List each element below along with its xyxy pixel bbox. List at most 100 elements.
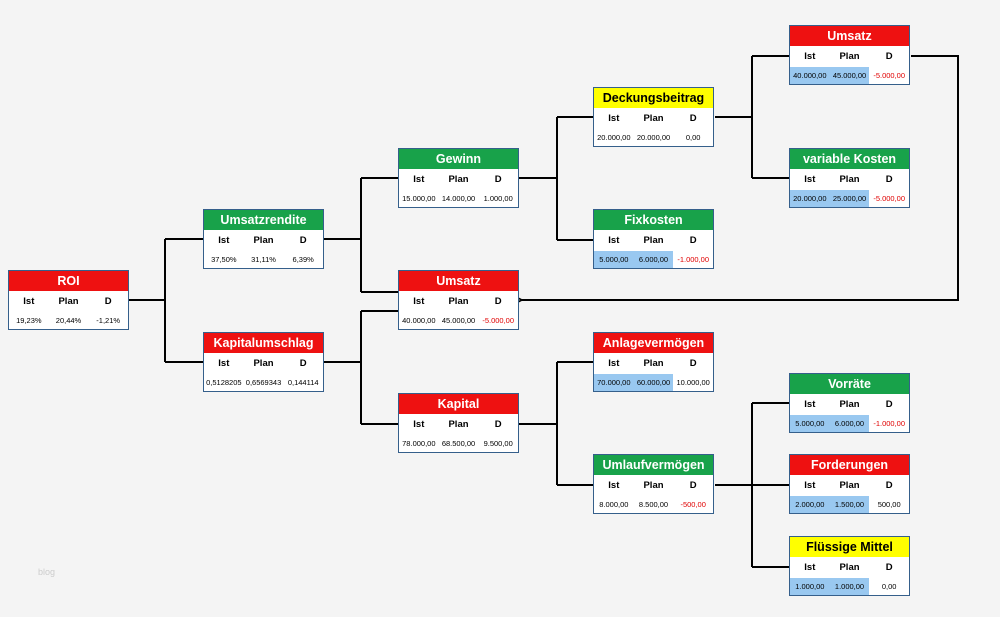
d-value: 6,39%: [292, 255, 314, 264]
plan-value: 68.500,00: [441, 439, 476, 448]
plan-label: Plan: [643, 235, 664, 246]
plan-label: Plan: [448, 419, 469, 430]
ist-label: Ist: [218, 358, 230, 369]
plan-label: Plan: [839, 562, 860, 573]
ist-value: 78.000,00: [402, 439, 436, 448]
plan-label: Plan: [839, 51, 860, 62]
plan-value: 6.000,00: [633, 251, 674, 268]
d-label: D: [885, 399, 893, 410]
node-title: ROI: [9, 271, 128, 291]
plan-value: 14.000,00: [441, 194, 476, 203]
ist-label: Ist: [804, 51, 816, 62]
plan-value: 1.000,00: [829, 578, 870, 595]
ist-label: Ist: [413, 174, 425, 185]
ist-value: 40.000,00: [402, 316, 436, 325]
ist-label: Ist: [804, 399, 816, 410]
d-label: D: [689, 480, 697, 491]
d-value: 500,00: [877, 500, 901, 509]
node-gewinn: Gewinn Ist Plan D 15.000,00 14.000,00 1.000,…: [398, 148, 519, 208]
ist-value: 0,5128205: [206, 378, 242, 387]
d-value: -1.000,00: [873, 419, 906, 428]
plan-value: 60.000,00: [633, 374, 674, 391]
ist-label: Ist: [804, 174, 816, 185]
d-value: -5.000,00: [873, 194, 906, 203]
d-label: D: [885, 174, 893, 185]
node-title: Umsatzrendite: [204, 210, 323, 230]
node-title: Gewinn: [399, 149, 518, 169]
node-title: Umsatz: [790, 26, 909, 46]
plan-value: 31,11%: [251, 255, 276, 264]
ist-label: Ist: [23, 296, 35, 307]
plan-value: 0,6569343: [245, 378, 282, 387]
ist-value: 37,50%: [211, 255, 237, 264]
node-title: Anlagevermögen: [594, 333, 713, 353]
ist-value: 5.000,00: [790, 415, 830, 432]
node-title: Flüssige Mittel: [790, 537, 909, 557]
ist-value: 8.000,00: [599, 500, 629, 509]
plan-value: 6.000,00: [829, 415, 870, 432]
d-value: -1,21%: [96, 316, 121, 325]
ist-value: 15.000,00: [402, 194, 436, 203]
node-title: Kapital: [399, 394, 518, 414]
d-label: D: [885, 51, 893, 62]
plan-value: 8.500,00: [638, 500, 669, 509]
node-title: Umsatz: [399, 271, 518, 291]
node-title: Umlaufvermögen: [594, 455, 713, 475]
plan-label: Plan: [643, 113, 664, 124]
plan-label: Plan: [448, 296, 469, 307]
plan-value: 1.500,00: [829, 496, 870, 513]
d-label: D: [494, 174, 502, 185]
d-value: 1.000,00: [483, 194, 513, 203]
d-value: 0,00: [685, 133, 701, 142]
plan-label: Plan: [643, 480, 664, 491]
ist-label: Ist: [413, 296, 425, 307]
node-title: Forderungen: [790, 455, 909, 475]
watermark-text: blog: [38, 567, 56, 577]
node-umlaufvermoegen: Umlaufvermögen Ist Plan D 8.000,00 8.500,00…: [593, 454, 714, 514]
plan-value: 45.000,00: [829, 67, 870, 84]
d-label: D: [689, 235, 697, 246]
ist-label: Ist: [608, 480, 620, 491]
ist-value: 5.000,00: [594, 251, 634, 268]
plan-value: 20.000,00: [636, 133, 671, 142]
d-label: D: [299, 358, 307, 369]
d-label: D: [494, 296, 502, 307]
node-title: variable Kosten: [790, 149, 909, 169]
ist-label: Ist: [804, 480, 816, 491]
node-title: Kapitalumschlag: [204, 333, 323, 353]
d-value: 10.000,00: [676, 378, 710, 387]
ist-value: 1.000,00: [790, 578, 830, 595]
ist-label: Ist: [804, 562, 816, 573]
ist-label: Ist: [608, 235, 620, 246]
ist-label: Ist: [608, 113, 620, 124]
plan-label: Plan: [839, 399, 860, 410]
ist-value: 20.000,00: [790, 190, 830, 207]
plan-label: Plan: [839, 480, 860, 491]
ist-label: Ist: [218, 235, 230, 246]
node-title: Vorräte: [790, 374, 909, 394]
plan-value: 25.000,00: [829, 190, 870, 207]
plan-label: Plan: [448, 174, 469, 185]
ist-value: 20.000,00: [597, 133, 631, 142]
plan-label: Plan: [58, 296, 79, 307]
d-label: D: [689, 358, 697, 369]
d-label: D: [494, 419, 502, 430]
ist-label: Ist: [608, 358, 620, 369]
d-value: -5.000,00: [873, 71, 906, 80]
plan-value: 45.000,00: [441, 316, 476, 325]
plan-label: Plan: [643, 358, 664, 369]
plan-label: Plan: [253, 235, 274, 246]
